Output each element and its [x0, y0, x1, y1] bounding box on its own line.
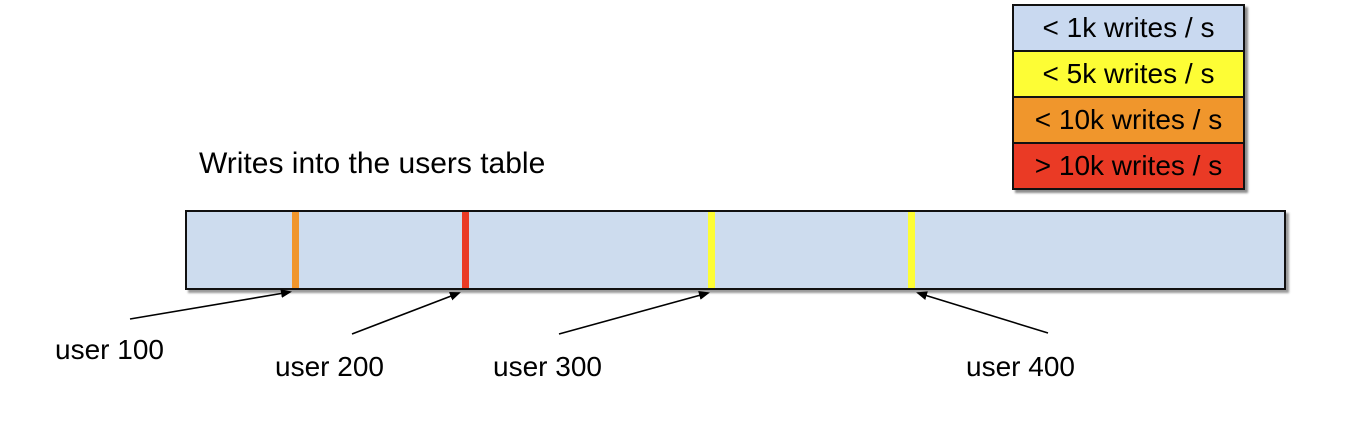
hotspot-stripe-user-400: [908, 212, 916, 288]
legend-item-lt-10k: < 10k writes / s: [1012, 96, 1245, 144]
label-user-400: user 400: [966, 351, 1075, 382]
legend-item-lt-1k: < 1k writes / s: [1012, 4, 1245, 52]
hotspot-stripe-user-200: [461, 212, 469, 288]
arrow-user-200: [351, 292, 461, 335]
legend-item-label: < 5k writes / s: [1042, 58, 1215, 89]
legend-item-label: > 10k writes / s: [1034, 150, 1223, 181]
label-user-300: user 300: [493, 351, 602, 382]
arrow-user-400: [916, 291, 1049, 334]
label-user-200: user 200: [275, 351, 384, 382]
users-table-bar: [185, 210, 1286, 290]
hotspot-stripe-user-100: [291, 212, 299, 288]
label-user-100: user 100: [55, 334, 164, 365]
legend-item-lt-5k: < 5k writes / s: [1012, 50, 1245, 98]
diagram-title: Writes into the users table: [199, 147, 546, 180]
arrow-user-300: [558, 291, 710, 335]
arrow-user-100: [129, 289, 292, 320]
hotspot-stripe-user-300: [708, 212, 716, 288]
legend-item-label: < 1k writes / s: [1042, 12, 1215, 43]
legend-item-label: < 10k writes / s: [1034, 104, 1223, 135]
legend: < 1k writes / s < 5k writes / s < 10k wr…: [1012, 4, 1245, 190]
legend-item-gt-10k: > 10k writes / s: [1012, 142, 1245, 190]
